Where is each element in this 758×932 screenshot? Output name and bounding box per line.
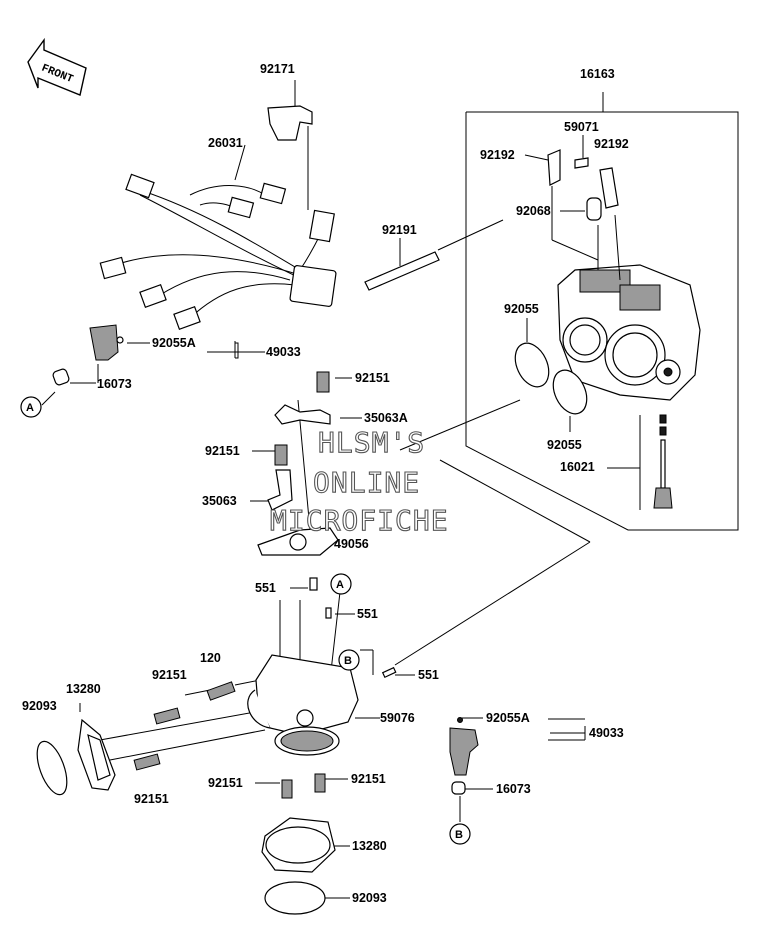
- svg-text:B: B: [344, 655, 352, 667]
- callout-59071: 59071: [564, 120, 599, 134]
- callout-92151-e: 92151: [208, 776, 243, 790]
- svg-text:A: A: [336, 579, 344, 591]
- callout-92055A-right: 92055A: [486, 711, 530, 725]
- injector-right: [449, 717, 479, 795]
- o-ring-upper: [514, 342, 550, 388]
- sensor-16021: [639, 414, 673, 510]
- callout-92151-c: 92151: [152, 668, 187, 682]
- callout-92192b: 92192: [594, 137, 629, 151]
- throttle-body: [557, 214, 701, 401]
- watermark-line-3: MICROFICHE: [270, 504, 449, 537]
- callout-92055-upper: 92055: [504, 302, 539, 316]
- callout-92151-f: 92151: [351, 772, 386, 786]
- svg-text:A: A: [26, 402, 34, 414]
- ref-marker-b1: B: [338, 649, 360, 671]
- shaft: [364, 219, 504, 291]
- callout-92068: 92068: [516, 204, 551, 218]
- callout-35063A: 35063A: [364, 411, 408, 425]
- callout-13280-left: 13280: [66, 682, 101, 696]
- callout-16021: 16021: [560, 460, 595, 474]
- callout-92151-b: 92151: [205, 444, 240, 458]
- callout-92191: 92191: [382, 223, 417, 237]
- brackets-linkage: [257, 371, 397, 679]
- callout-120: 120: [200, 651, 221, 665]
- callout-92093-left: 92093: [22, 699, 57, 713]
- ref-marker-b2: B: [449, 823, 471, 845]
- group-brackets: [235, 342, 586, 741]
- svg-text:B: B: [455, 829, 463, 841]
- callout-49033-left: 49033: [266, 345, 301, 359]
- callout-35063: 35063: [202, 494, 237, 508]
- gasket-left: [36, 718, 116, 796]
- callout-59076: 59076: [380, 711, 415, 725]
- leader-lines: [41, 154, 640, 899]
- callout-92093-lower: 92093: [352, 891, 387, 905]
- watermark-line-2: ONLINE: [313, 466, 420, 499]
- callout-16163: 16163: [580, 67, 615, 81]
- callout-92055-lower: 92055: [547, 438, 582, 452]
- callout-551-a: 551: [255, 581, 276, 595]
- callout-551-c: 551: [418, 668, 439, 682]
- callout-labels: 92171 26031 16163 59071 92192 92192 9206…: [22, 62, 629, 905]
- harness-clamp: [267, 105, 313, 141]
- lower-throttle-body: [133, 654, 359, 799]
- callout-16073-right: 16073: [496, 782, 531, 796]
- callout-92171: 92171: [260, 62, 295, 76]
- ref-marker-a1: A: [20, 396, 42, 418]
- callout-49033-right: 49033: [589, 726, 624, 740]
- injector-left: [52, 324, 236, 386]
- callout-16073-left: 16073: [97, 377, 132, 391]
- wiring-harness: [99, 173, 337, 331]
- callout-13280-lower: 13280: [352, 839, 387, 853]
- o-ring-lower: [552, 369, 588, 415]
- callout-49056: 49056: [334, 537, 369, 551]
- callout-92151-d: 92151: [134, 792, 169, 806]
- vacuum-hoses: [547, 135, 619, 261]
- watermark-line-1: HLSM'S: [318, 426, 425, 459]
- callout-551-b: 551: [357, 607, 378, 621]
- callout-26031: 26031: [208, 136, 243, 150]
- watermark: HLSM'S ONLINE MICROFICHE: [269, 425, 449, 537]
- callout-92055A-left: 92055A: [152, 336, 196, 350]
- assembly-frame: [465, 92, 739, 531]
- ref-marker-a2: A: [330, 573, 352, 595]
- callout-92151-a: 92151: [355, 371, 390, 385]
- gasket-lower: [261, 817, 336, 915]
- callout-92192a: 92192: [480, 148, 515, 162]
- front-arrow-icon: FRONT: [27, 37, 87, 96]
